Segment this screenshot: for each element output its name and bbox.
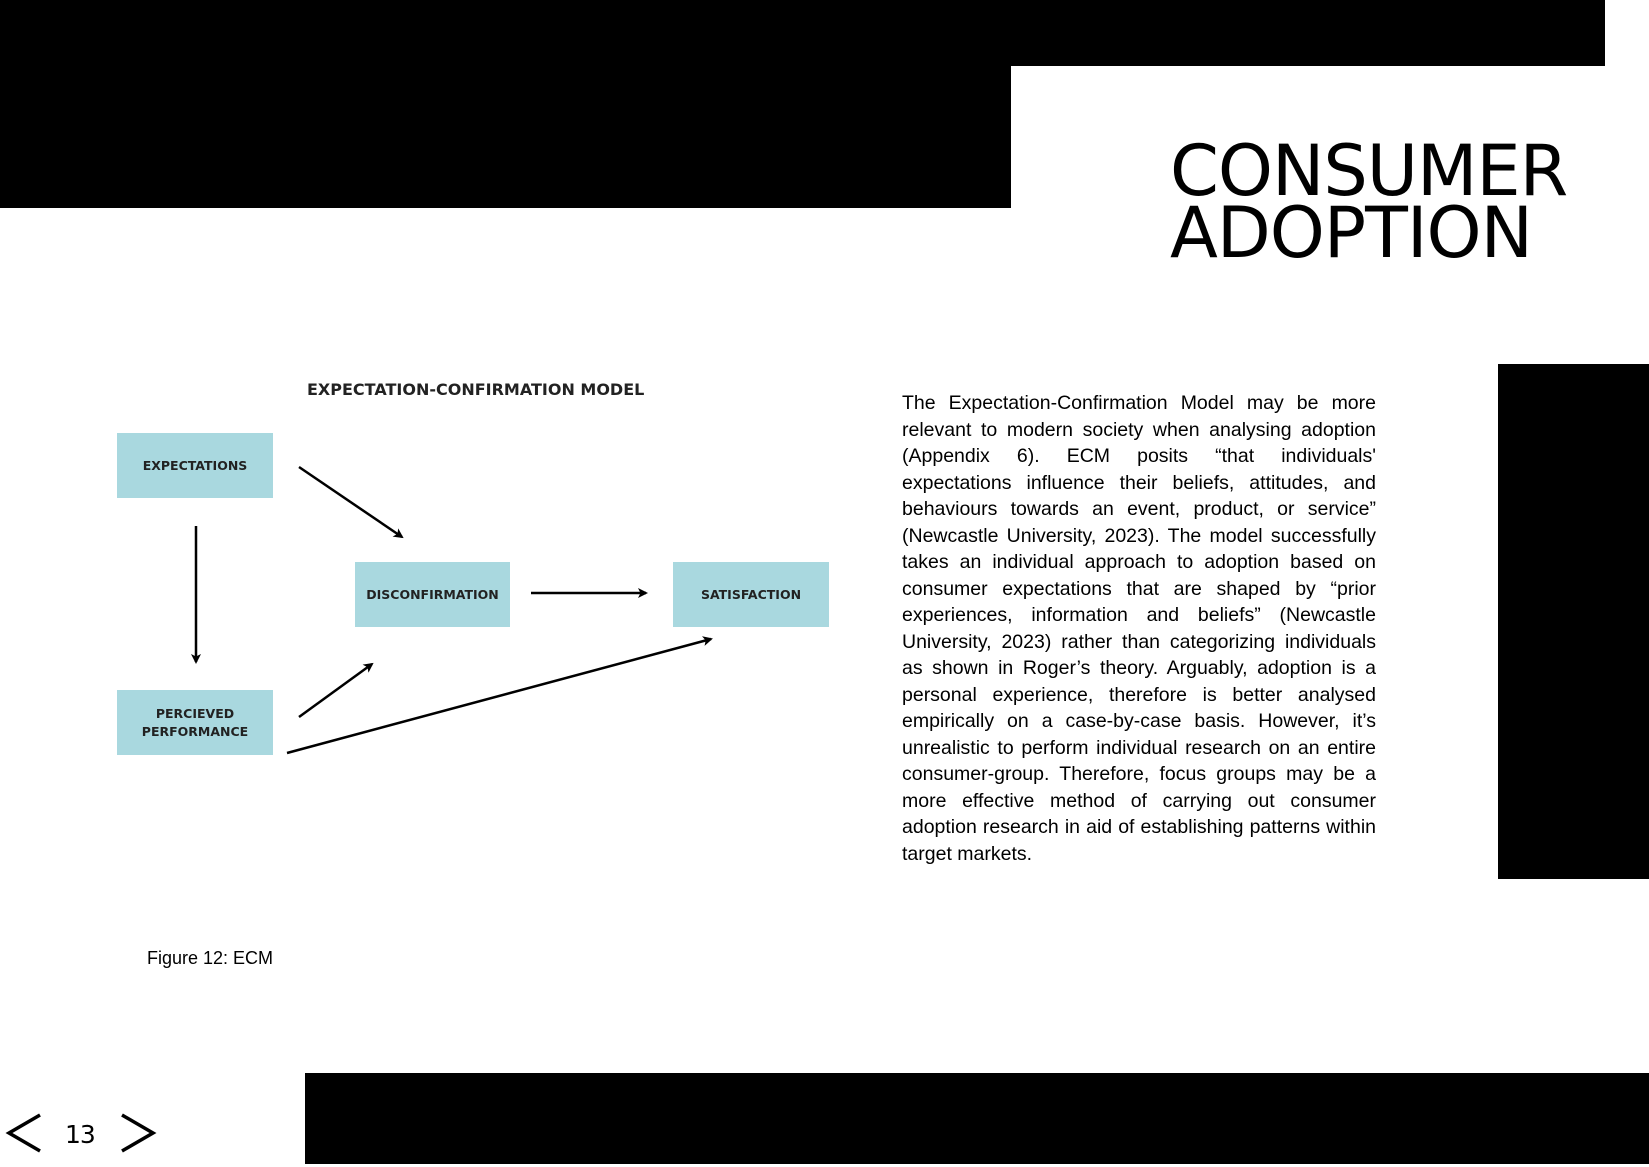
- chevron-left-icon: [5, 1113, 41, 1153]
- page-title-line-2: ADOPTION: [1170, 192, 1533, 274]
- node-perceived-performance-label-line-1: PERCIEVED: [155, 705, 235, 721]
- node-expectations: EXPECTATIONS: [117, 433, 273, 498]
- previous-page-button[interactable]: [0, 1106, 52, 1162]
- node-disconfirmation: DISCONFIRMATION: [355, 562, 510, 627]
- body-paragraph: The Expectation-Confirmation Model may b…: [902, 392, 1376, 865]
- node-expectations-label: EXPECTATIONS: [142, 457, 248, 473]
- diagram-arrows: [191, 465, 713, 755]
- decorative-footer-block: [305, 1073, 1649, 1164]
- page-title: CONSUMER ADOPTION: [1170, 130, 1610, 274]
- arrow-performance-to-satisfaction: [286, 636, 713, 755]
- decorative-header-block: [0, 0, 1011, 208]
- node-perceived-performance: PERCIEVED PERFORMANCE: [117, 690, 273, 755]
- decorative-bar-top: [1011, 0, 1605, 66]
- page-number: 13: [65, 1120, 96, 1149]
- node-satisfaction-label: SATISFACTION: [700, 586, 802, 602]
- node-satisfaction: SATISFACTION: [673, 562, 829, 627]
- figure-caption: Figure 12: ECM: [147, 948, 274, 968]
- page-title-line-1: CONSUMER: [1170, 130, 1568, 212]
- decorative-side-block: [1498, 364, 1649, 879]
- node-disconfirmation-label: DISCONFIRMATION: [366, 586, 499, 602]
- node-perceived-performance-label: PERCIEVED PERFORMANCE: [142, 705, 248, 741]
- arrow-performance-to-disconfirmation: [298, 662, 374, 719]
- next-page-button[interactable]: [110, 1106, 162, 1162]
- node-perceived-performance-label-line-2: PERFORMANCE: [141, 723, 249, 739]
- diagram-title: EXPECTATION-CONFIRMATION MODEL: [307, 380, 645, 399]
- chevron-right-icon: [121, 1113, 157, 1153]
- arrow-expectations-to-disconfirmation: [298, 465, 404, 539]
